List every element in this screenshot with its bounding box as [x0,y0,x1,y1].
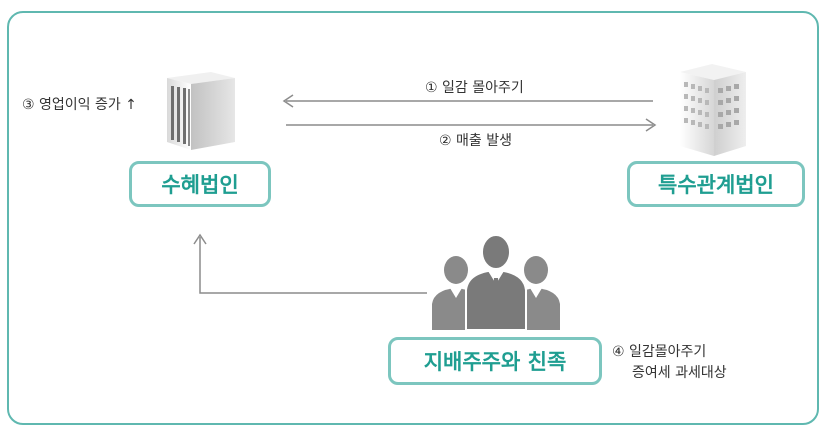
controlling-shareholders-label: 지배주주와 친족 [423,350,567,374]
operating-profit-note: ③ 영업이익 증가 ↑ [22,97,137,113]
diagram-frame [7,11,819,425]
people-icon [432,234,560,330]
person-center-icon [465,234,527,330]
office-tower-icon [680,64,746,156]
beneficiary-company-label: 수혜법인 [161,173,239,197]
related-company-box: 특수관계법인 [627,161,805,207]
related-company-label: 특수관계법인 [658,173,774,197]
beneficiary-company-box: 수혜법인 [129,161,271,207]
gift-tax-note-line1: ④ 일감몰아주기 [612,344,707,360]
arrow-giving [282,94,653,108]
controlling-shareholders-box: 지배주주와 친족 [388,337,602,385]
giving-work-label: ① 일감 몰아주기 [425,80,524,96]
arrow-sales [286,118,657,132]
gift-tax-note-line2: 증여세 과세대상 [632,365,727,381]
building-icon [167,72,235,150]
arrow-control [193,233,427,294]
sales-label: ② 매출 발생 [439,133,512,149]
